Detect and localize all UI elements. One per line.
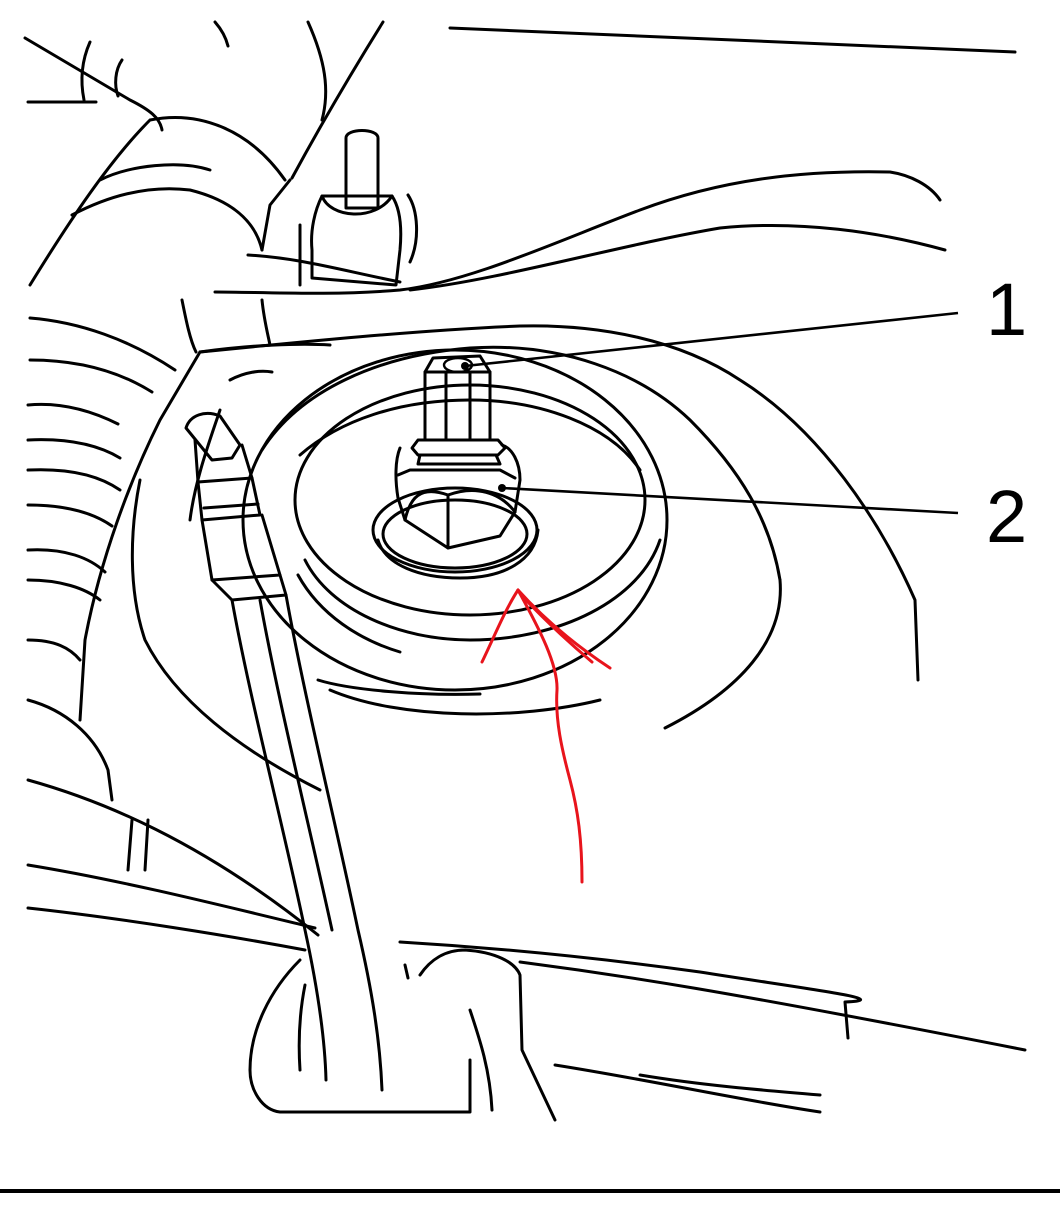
callout-1-label: 1 — [986, 268, 1027, 351]
callout-1-anchor — [461, 362, 469, 370]
red-arrow-shaft — [516, 588, 584, 884]
callout-2: 2 — [498, 475, 1027, 558]
red-annotation-arrow — [480, 588, 612, 884]
left-panel-lines — [26, 402, 320, 952]
callout-2-anchor — [498, 484, 506, 492]
callout-2-label: 2 — [986, 475, 1027, 558]
brake-hose — [184, 412, 384, 1092]
red-arrow-head-inner — [520, 594, 594, 664]
upper-body-panel-lines — [23, 20, 1017, 394]
strut-tower — [78, 324, 920, 792]
strut-mount-nut — [371, 443, 540, 580]
callout-1: 1 — [461, 268, 1027, 370]
red-arrow-head-right — [516, 588, 612, 670]
strut-rod — [410, 354, 507, 466]
callout-1-leader — [464, 311, 959, 368]
stud-bracket — [213, 129, 947, 347]
lower-frame — [248, 940, 1027, 1122]
red-arrow-head-left — [480, 588, 520, 664]
callout-2-leader — [501, 486, 959, 515]
